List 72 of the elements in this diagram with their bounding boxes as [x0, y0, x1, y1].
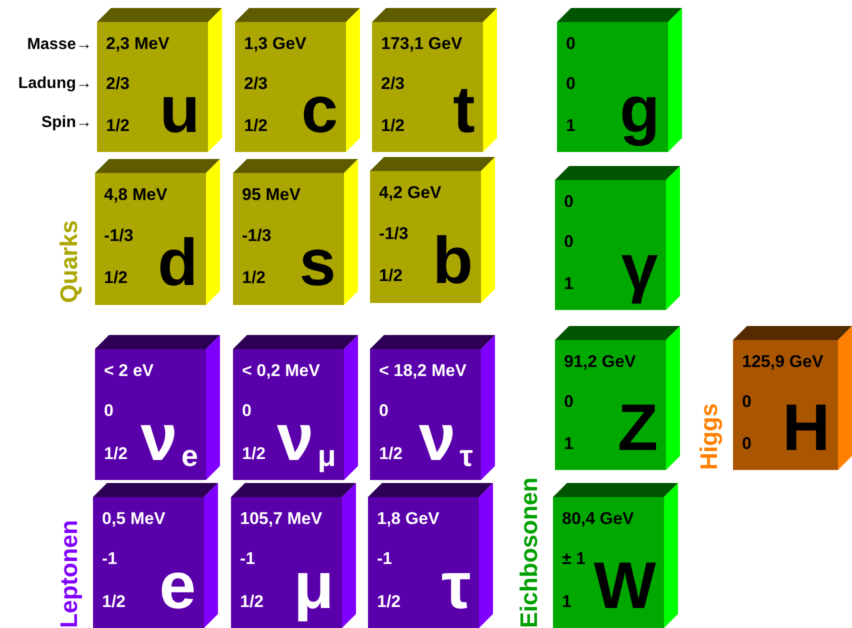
mass-value: 80,4 GeV	[562, 509, 634, 530]
mass-value: 105,7 MeV	[240, 509, 322, 530]
group-label: Higgs	[696, 403, 724, 470]
group-label: Quarks	[56, 220, 84, 303]
mass-value: 95 MeV	[242, 185, 301, 206]
particle-symbol: τ	[442, 552, 471, 618]
spin-value: 1/2	[377, 592, 401, 612]
charge-value: -1	[102, 549, 118, 570]
spin-value: 1	[564, 274, 574, 294]
particle-symbol: ν$_{μ}$	[276, 404, 336, 470]
charge-value: -1/3	[379, 224, 408, 244]
spin-value: 1	[562, 592, 572, 612]
spin-value: 1/2	[242, 444, 266, 464]
group-label: Leptonen	[56, 520, 84, 628]
row-label: Spin→	[40, 114, 92, 132]
particle-symbol: W	[594, 552, 656, 618]
spin-value: 1/2	[379, 266, 403, 286]
spin-value: 1/2	[104, 444, 128, 464]
spin-value: 0	[742, 434, 752, 454]
charge-value: -1	[240, 549, 256, 570]
charge-value: 0	[564, 392, 574, 412]
charge-value: -1	[377, 549, 392, 570]
spin-value: 1/2	[244, 116, 268, 136]
mass-value: < 18,2 MeV	[379, 361, 466, 382]
charge-value: 0	[242, 401, 252, 422]
particle-symbol: ν$_{e}$	[140, 404, 198, 470]
mass-value: < 0,2 MeV	[242, 361, 320, 382]
mass-value: 1,8 GeV	[377, 509, 440, 530]
charge-value: 2/3	[106, 74, 130, 94]
row-label: Masse→	[26, 36, 92, 54]
particle-symbol: H	[782, 394, 830, 460]
spin-value: 1/2	[381, 116, 405, 136]
charge-value: 0	[379, 401, 388, 422]
mass-value: 125,9 GeV	[742, 352, 824, 372]
particle-symbol: s	[299, 229, 336, 295]
particle-symbol: e	[159, 552, 196, 618]
charge-value: -1/3	[104, 226, 134, 246]
spin-value: 1/2	[106, 116, 130, 136]
charge-value: 0	[564, 232, 574, 252]
spin-value: 1/2	[242, 268, 266, 288]
mass-value: 1,3 GeV	[244, 34, 306, 54]
charge-value: ± 1	[562, 549, 586, 570]
particle-symbol: b	[432, 227, 473, 293]
charge-value: 2/3	[381, 74, 405, 94]
mass-value: < 2 eV	[104, 361, 154, 382]
mass-value: 173,1 GeV	[381, 34, 462, 54]
particle-symbol: t	[453, 76, 475, 142]
particle-symbol: c	[301, 76, 338, 142]
spin-value: 1	[566, 116, 576, 136]
mass-value: 0,5 MeV	[102, 509, 166, 530]
mass-value: 4,8 MeV	[104, 185, 168, 206]
spin-value: 1/2	[102, 592, 126, 612]
particle-symbol: u	[160, 76, 200, 142]
group-label: Eichbosonen	[516, 477, 544, 628]
mass-value: 0	[566, 34, 576, 54]
spin-value: 1	[564, 434, 574, 454]
spin-value: 1/2	[379, 444, 403, 464]
row-label: Ladung→	[17, 75, 92, 93]
charge-value: -1/3	[242, 226, 272, 246]
particle-symbol: Z	[618, 394, 658, 460]
charge-value: 2/3	[244, 74, 268, 94]
particle-symbol: ν$_{τ}$	[418, 404, 473, 470]
mass-value: 4,2 GeV	[379, 183, 442, 204]
charge-value: 0	[104, 401, 114, 422]
charge-value: 0	[566, 74, 576, 94]
mass-value: 0	[564, 192, 574, 212]
charge-value: 0	[742, 392, 752, 412]
particle-symbol: d	[158, 229, 198, 295]
mass-value: 91,2 GeV	[564, 352, 636, 372]
spin-value: 1/2	[104, 268, 128, 288]
mass-value: 2,3 MeV	[106, 34, 170, 54]
spin-value: 1/2	[240, 592, 264, 612]
